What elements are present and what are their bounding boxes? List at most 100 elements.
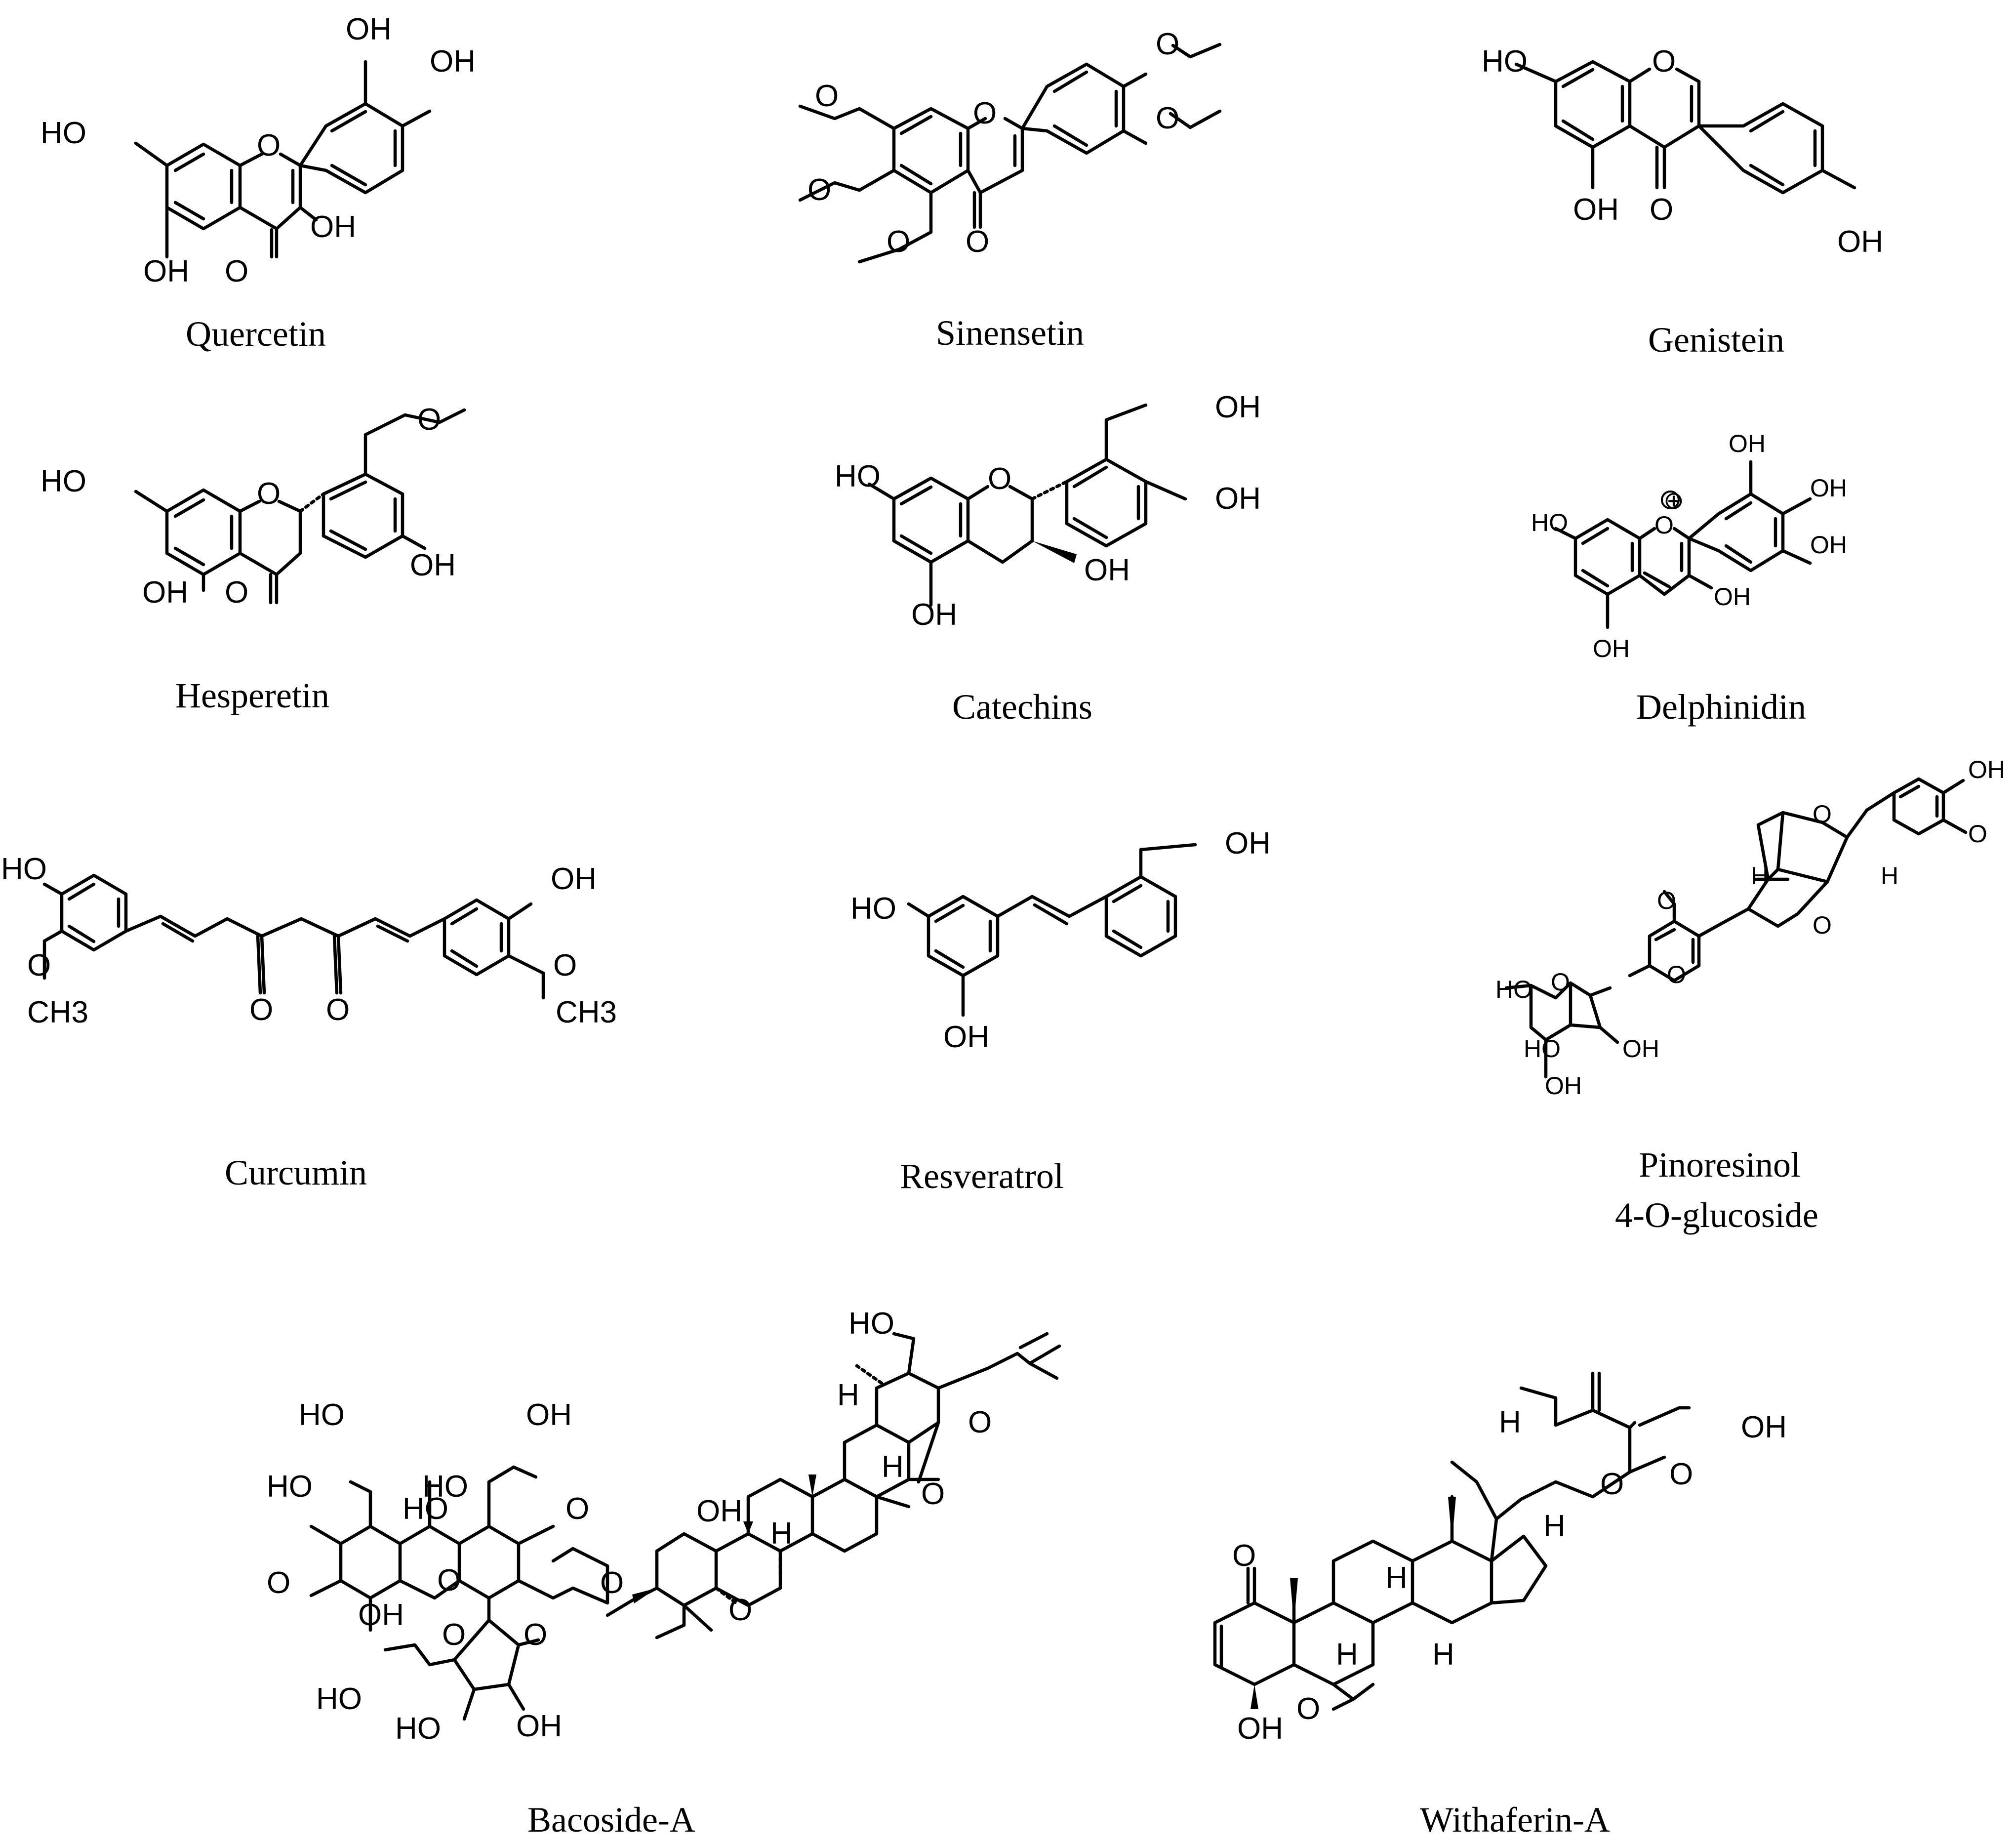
- bacoside-label-3: HO: [299, 1398, 345, 1432]
- curcumin-label-5: O: [249, 993, 273, 1027]
- quercetin-label-6: O: [257, 128, 281, 163]
- bacoside-label-12: O: [921, 1477, 945, 1511]
- pinoresinol-label-13: OH: [1545, 1072, 1582, 1100]
- resveratrol-label-1: OH: [1225, 826, 1271, 860]
- sinensetin-name: Sinensetin: [936, 313, 1084, 353]
- bacoside-label-18: H: [770, 1516, 793, 1551]
- curcumin-name: Curcumin: [225, 1153, 367, 1192]
- bacoside-label-8: HO: [422, 1470, 468, 1504]
- pinoresinol-label-12: OH: [1622, 1035, 1659, 1063]
- delphinidin-label-7: OH: [1593, 635, 1630, 662]
- hesperetin-label-3: O: [257, 477, 281, 511]
- withaferin-label-7: H: [1385, 1561, 1408, 1595]
- bacoside-label-20: O: [442, 1618, 466, 1652]
- curcumin-label-7: O: [553, 948, 577, 983]
- genistein-label-1: HO: [1482, 44, 1528, 79]
- structure-withaferin: O OH H O O H H H H O OH Withaferin-A: [1213, 1371, 1787, 1840]
- pinoresinol-label-5: H: [1881, 862, 1898, 890]
- pinoresinol-name: Pinoresinol: [1639, 1145, 1801, 1185]
- curcumin-label-3: O: [27, 948, 51, 983]
- withaferin-label-1: OH: [1741, 1410, 1787, 1444]
- pinoresinol-label-3: O: [1813, 800, 1832, 828]
- delphinidin-label-5: OH: [1810, 531, 1847, 559]
- structure-catechins: HO O OH OH OH OH Catechins: [835, 390, 1261, 727]
- genistein-label-3: OH: [1573, 193, 1619, 227]
- hesperetin-label-2: HO: [40, 464, 86, 498]
- quercetin-label-5: OH: [143, 254, 189, 288]
- pinoresinol-label-7: O: [1657, 887, 1676, 914]
- curcumin-label-1: HO: [1, 852, 47, 886]
- hesperetin-label-6: O: [225, 575, 248, 610]
- bacoside-label-15: O: [437, 1563, 461, 1597]
- structure-pinoresinol: OH O O H H O O HO O O HO OH OH Pinoresin…: [1495, 756, 2005, 1235]
- sinensetin-label-2: O: [966, 225, 989, 259]
- resveratrol-label-3: OH: [943, 1020, 989, 1054]
- structure-hesperetin: HO O O OH OH O Hesperetin: [40, 403, 466, 715]
- pinoresinol-label-10: O: [1667, 961, 1686, 988]
- withaferin-label-5: O: [1669, 1457, 1693, 1491]
- withaferin-label-11: OH: [1237, 1712, 1283, 1746]
- delphinidin-label-1: OH: [1729, 430, 1766, 457]
- bacoside-label-13: HO: [403, 1492, 448, 1526]
- catechins-label-4: OH: [1215, 482, 1261, 516]
- bacoside-label-11: H: [882, 1450, 904, 1484]
- catechins-name: Catechins: [952, 687, 1092, 727]
- resveratrol-label-2: HO: [850, 892, 896, 926]
- catechins-label-3: O: [988, 462, 1011, 496]
- quercetin-label-1: OH: [346, 12, 392, 46]
- withaferin-label-9: H: [1432, 1638, 1454, 1672]
- bacoside-label-22: HO: [395, 1712, 441, 1746]
- pinoresinol-label-6: O: [1813, 911, 1832, 939]
- withaferin-label-2: H: [1499, 1405, 1521, 1439]
- bacoside-label-21: HO: [316, 1682, 362, 1716]
- bacoside-label-16: O: [600, 1566, 624, 1600]
- structure-resveratrol: HO OH OH Resveratrol: [850, 826, 1271, 1196]
- bacoside-label-2: OH: [526, 1398, 572, 1432]
- hesperetin-label-5: OH: [142, 575, 188, 610]
- withaferin-label-10: O: [1296, 1692, 1320, 1726]
- quercetin-label-2: OH: [430, 44, 476, 79]
- bacoside-name: Bacoside-A: [527, 1800, 695, 1840]
- curcumin-label-8: CH3: [556, 995, 617, 1029]
- genistein-label-5: OH: [1837, 225, 1883, 259]
- sinensetin-label-7: O: [1156, 101, 1179, 135]
- pinoresinol-label-9: O: [1551, 968, 1570, 996]
- delphinidin-name: Delphinidin: [1636, 687, 1806, 727]
- curcumin-label-6: O: [326, 993, 350, 1027]
- bacoside-label-6: O: [968, 1405, 992, 1439]
- bacoside-label-9: O: [565, 1492, 589, 1526]
- bacoside-label-23: OH: [516, 1709, 562, 1743]
- catechins-label-1: OH: [1215, 390, 1261, 424]
- hesperetin-name: Hesperetin: [175, 676, 329, 715]
- bacoside-label-5: H: [837, 1378, 859, 1412]
- bacoside-label-4: OH: [696, 1494, 742, 1528]
- withaferin-label-4: O: [1600, 1467, 1624, 1501]
- pinoresinol-label-8: HO: [1495, 976, 1532, 1003]
- catechins-label-2: HO: [835, 459, 881, 493]
- bacoside-label-17: O: [524, 1618, 547, 1652]
- structure-sinensetin: O O O O O O O Sinensetin: [798, 27, 1222, 353]
- quercetin-label-4: OH: [310, 210, 356, 244]
- quercetin-label-7: O: [225, 254, 248, 288]
- genistein-label-4: O: [1650, 193, 1673, 227]
- structure-genistein: HO O OH O OH Genistein: [1482, 44, 1883, 360]
- delphinidin-label-3: HO: [1531, 509, 1568, 536]
- curcumin-label-4: CH3: [27, 995, 88, 1029]
- bacoside-label-19: OH: [358, 1598, 404, 1632]
- quercetin-label-3: HO: [40, 116, 86, 150]
- quercetin-name: Quercetin: [186, 314, 326, 354]
- hesperetin-label-1: O: [417, 403, 441, 437]
- sinensetin-label-5: O: [887, 225, 910, 259]
- catechins-label-5: OH: [1084, 553, 1130, 587]
- structure-bacoside: HO HO OH HO HO O HO H O H O H O O O O O …: [267, 1307, 1061, 1840]
- pinoresinol-label-2: O: [1968, 820, 1987, 848]
- pinoresinol-label-1: OH: [1968, 756, 2005, 783]
- withaferin-label-3: O: [1232, 1539, 1256, 1573]
- bacoside-label-10: O: [728, 1593, 752, 1627]
- structure-delphinidin: ⊕ OH OH HO O OH OH OH Delphinidin: [1531, 430, 1847, 727]
- bacoside-label-1: HO: [848, 1307, 894, 1341]
- curcumin-label-2: OH: [551, 862, 597, 896]
- sinensetin-label-4: O: [807, 173, 831, 207]
